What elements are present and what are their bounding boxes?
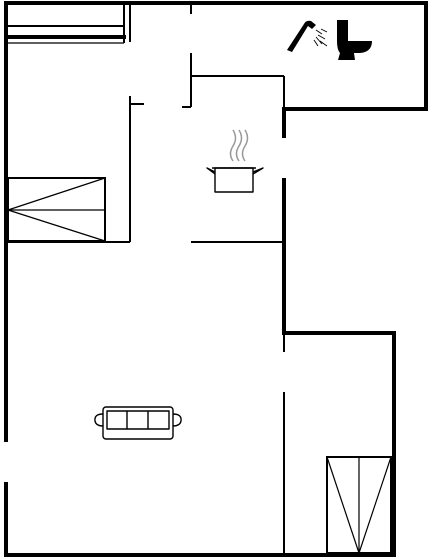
shower-icon [287,20,328,52]
interior-walls [6,3,285,555]
cooking-pot-icon [206,129,264,193]
window-top-left [6,5,126,44]
stair-lower-right [326,456,392,554]
stair-left [7,177,106,242]
toilet-icon [337,20,372,60]
exterior-walls [4,1,428,557]
sofa-icon [94,406,182,440]
